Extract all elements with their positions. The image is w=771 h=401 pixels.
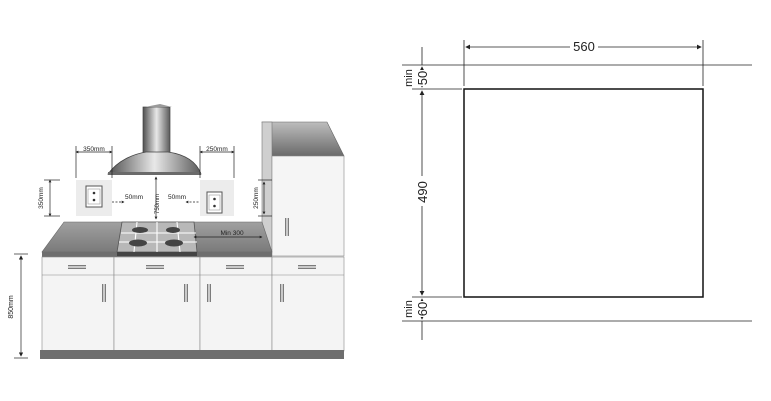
base-cabinets	[40, 256, 345, 359]
drawer-handle	[226, 265, 244, 269]
kitchen-elevation: 350mm 250mm 50mm 50mm 750mm 350mm 250mm …	[8, 104, 345, 359]
gas-hob	[116, 221, 198, 256]
hood-height-label: 750mm	[155, 194, 161, 214]
hood-left-width-label: 350mm	[83, 146, 105, 153]
tall-cabinet-handle	[285, 218, 289, 236]
tall-cabinet	[261, 121, 345, 257]
side-clearance-label: Min 300	[220, 230, 244, 237]
left-gap-label: 50mm	[125, 194, 143, 201]
right-socket-icon	[206, 191, 223, 214]
top-min-label: min	[403, 69, 415, 87]
plinth	[40, 350, 344, 359]
bottom-min-label: min	[403, 300, 415, 318]
cutout-rectangle	[463, 88, 704, 298]
drawer-handle	[298, 265, 316, 269]
left-splash-height-label: 350mm	[38, 187, 45, 209]
door-handle	[280, 284, 284, 302]
top-min-value: 50	[415, 71, 430, 85]
cabinet-height-label: 850mm	[8, 295, 15, 319]
door-handle	[184, 284, 188, 302]
door-handle	[102, 284, 106, 302]
bottom-min-value: 60	[415, 302, 430, 316]
cutout-width-label: 560	[573, 39, 595, 54]
cutout-height-label: 490	[415, 181, 430, 203]
chimney-hood	[107, 104, 202, 175]
hood-right-width-label: 250mm	[206, 146, 228, 153]
drawer-handle	[68, 265, 86, 269]
kitchen-dimension-lines	[14, 146, 272, 359]
right-splash-height-label: 250mm	[253, 187, 260, 209]
left-socket-icon	[85, 185, 103, 208]
drawer-handle	[146, 265, 164, 269]
door-handle	[207, 284, 211, 302]
right-gap-label: 50mm	[168, 194, 186, 201]
cutout-drawing: 560 490 50 min 60 min	[402, 39, 752, 340]
